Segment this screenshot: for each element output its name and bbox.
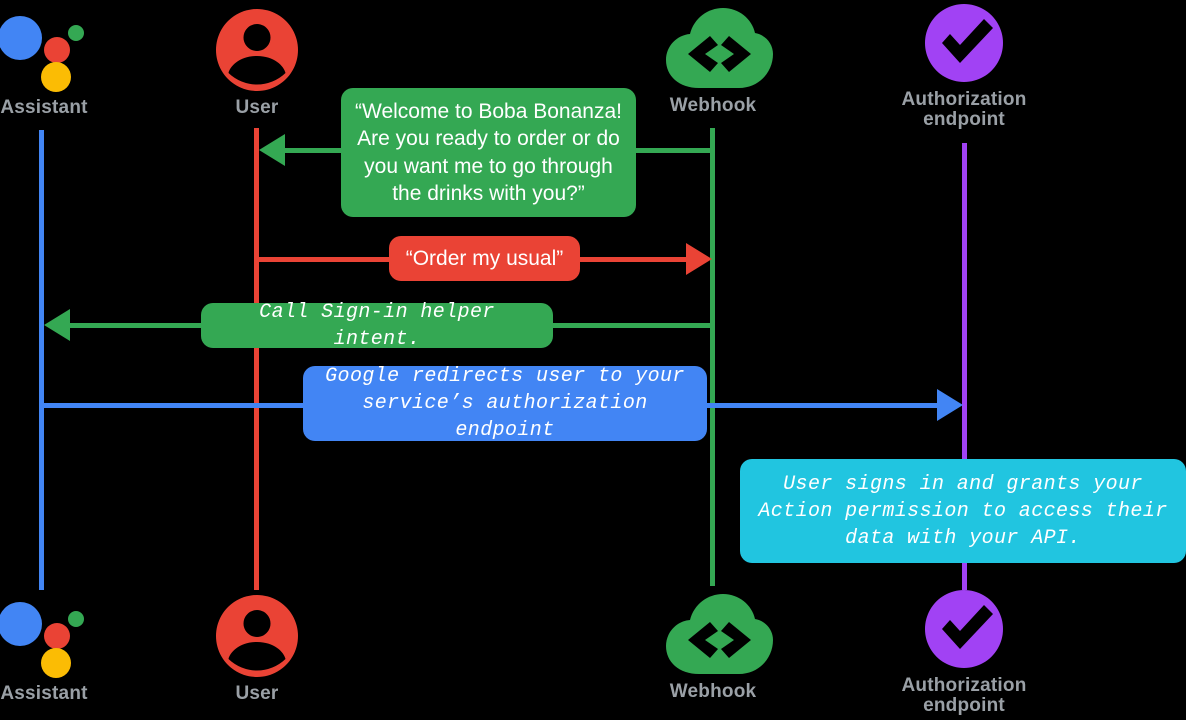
arrow-head-redirect bbox=[937, 389, 963, 421]
message-text-welcome: “Welcome to Boba Bonanza! Are you ready … bbox=[355, 99, 622, 205]
check-circle-svg bbox=[924, 590, 1003, 668]
cloud-code-icon bbox=[663, 6, 773, 90]
arrow-head-order bbox=[686, 243, 712, 275]
user-avatar-icon bbox=[207, 594, 307, 678]
actor-assistant-bottom: Assistant bbox=[0, 594, 144, 703]
actor-assistant-top: Assistant bbox=[0, 8, 144, 117]
actor-label-webhook: Webhook bbox=[669, 681, 757, 702]
lifeline-webhook bbox=[710, 128, 715, 586]
assistant-green-dot bbox=[68, 25, 84, 41]
assistant-blue-dot bbox=[0, 16, 42, 60]
purple-check-circle-icon bbox=[914, 586, 1014, 670]
actor-webhook-bottom: Webhook bbox=[613, 592, 813, 701]
message-box-redirect[interactable]: Google redirects user to your service’s … bbox=[303, 365, 707, 442]
assistant-red-dot bbox=[44, 623, 70, 649]
actor-authorization-bottom: Authorization endpoint bbox=[864, 586, 1064, 716]
actor-label-authorization: Authorization endpoint bbox=[864, 676, 1064, 716]
message-text-redirect: Google redirects user to your service’s … bbox=[325, 365, 685, 442]
actor-authorization-top: Authorization endpoint bbox=[864, 0, 1064, 130]
message-box-welcome[interactable]: “Welcome to Boba Bonanza! Are you ready … bbox=[341, 88, 636, 217]
user-avatar-icon bbox=[207, 8, 307, 92]
message-box-grant-permission[interactable]: User signs in and grants your Action per… bbox=[740, 459, 1186, 563]
actor-label-assistant: Assistant bbox=[0, 683, 88, 704]
message-text-order: “Order my usual” bbox=[405, 246, 564, 270]
lifeline-user bbox=[254, 128, 259, 590]
assistant-yellow-dot bbox=[41, 62, 71, 92]
actor-label-user: User bbox=[235, 97, 279, 118]
arrow-head-welcome bbox=[259, 134, 285, 166]
purple-check-circle-icon bbox=[914, 0, 1014, 84]
message-box-signin[interactable]: Call Sign-in helper intent. bbox=[201, 301, 553, 351]
assistant-green-dot bbox=[68, 611, 84, 627]
arrow-head-signin bbox=[44, 309, 70, 341]
actor-label-authorization-line2: endpoint bbox=[923, 694, 1005, 716]
lifeline-assistant bbox=[39, 130, 44, 590]
actor-label-authorization-line1: Authorization bbox=[901, 89, 1027, 110]
user-avatar-svg bbox=[215, 595, 298, 677]
actor-webhook-top: Webhook bbox=[613, 6, 813, 115]
cloud-code-svg bbox=[666, 8, 773, 88]
cloud-code-icon bbox=[663, 592, 773, 676]
actor-label-authorization-line2: endpoint bbox=[923, 108, 1005, 130]
actor-label-webhook: Webhook bbox=[669, 95, 757, 116]
message-box-order[interactable]: “Order my usual” bbox=[389, 236, 580, 281]
actor-label-authorization: Authorization endpoint bbox=[864, 90, 1064, 130]
message-text-signin: Call Sign-in helper intent. bbox=[259, 300, 495, 351]
check-circle-svg bbox=[924, 4, 1003, 82]
assistant-blue-dot bbox=[0, 602, 42, 646]
actor-label-authorization-line1: Authorization bbox=[901, 675, 1027, 696]
assistant-red-dot bbox=[44, 37, 70, 63]
google-assistant-icon bbox=[0, 8, 94, 92]
message-text-grant-permission: User signs in and grants your Action per… bbox=[758, 472, 1168, 550]
actor-label-assistant: Assistant bbox=[0, 97, 88, 118]
actor-user-bottom: User bbox=[157, 594, 357, 703]
lifeline-authorization bbox=[962, 143, 967, 590]
assistant-yellow-dot bbox=[41, 648, 71, 678]
actor-user-top: User bbox=[157, 8, 357, 117]
cloud-code-svg bbox=[666, 594, 773, 674]
google-assistant-icon bbox=[0, 594, 94, 678]
user-avatar-svg bbox=[215, 9, 298, 91]
actor-label-user: User bbox=[235, 683, 279, 704]
